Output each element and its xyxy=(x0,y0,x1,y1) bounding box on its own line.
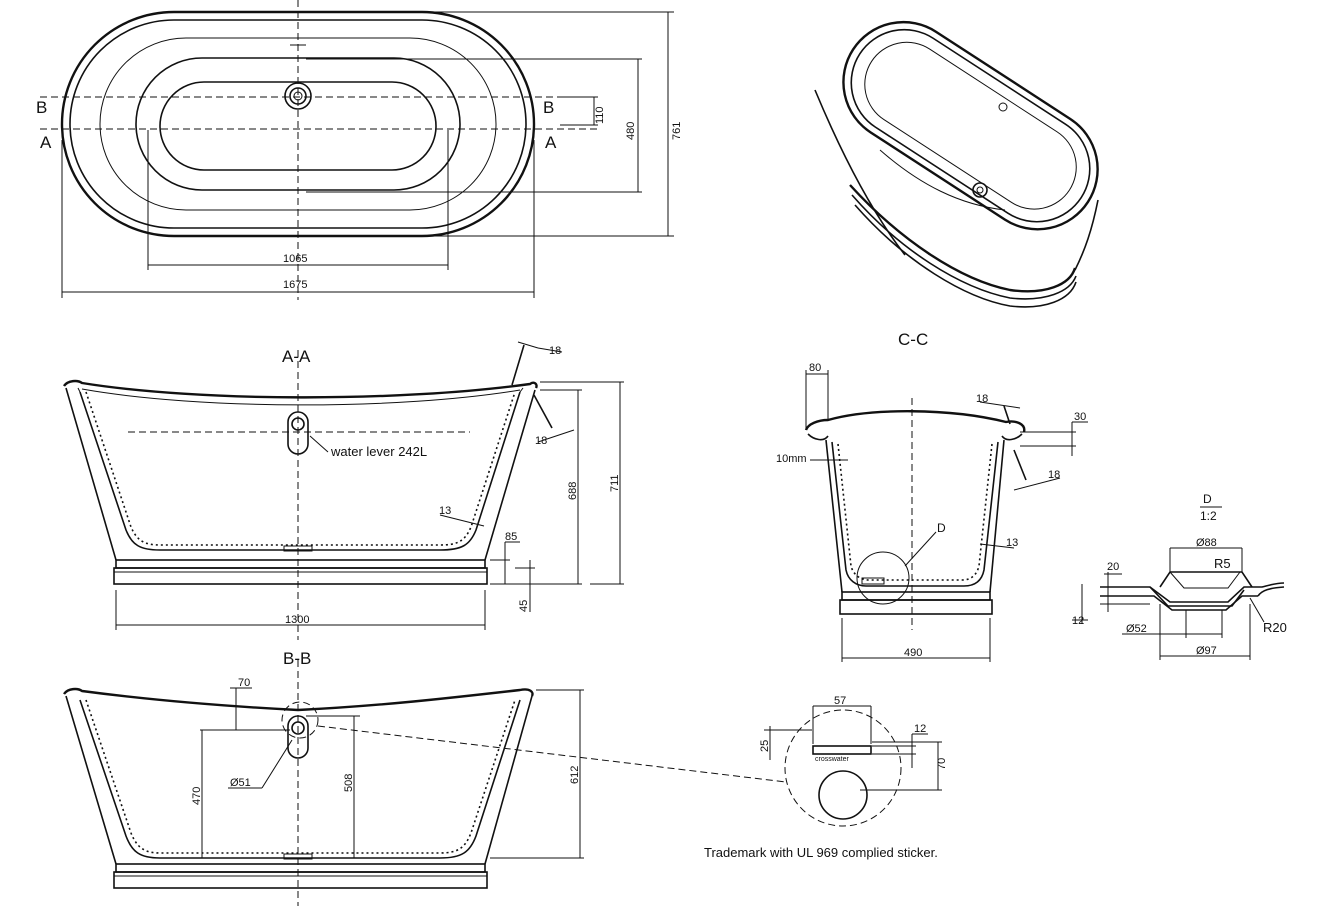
detail-d-52: Ø52 xyxy=(1126,623,1147,635)
dim-cc-490: 490 xyxy=(904,647,922,659)
section-mark-a-right: A xyxy=(545,133,557,152)
dim-bb-70: 70 xyxy=(238,677,250,689)
detail-d-12: 12 xyxy=(1072,615,1084,627)
detail-d-97: Ø97 xyxy=(1196,645,1217,657)
plan-view: B B A A 110 480 761 1065 xyxy=(36,0,683,300)
isometric-view xyxy=(814,20,1099,308)
sticker-caption: Trademark with UL 969 complied sticker. xyxy=(704,845,938,860)
dim-cc-13: 13 xyxy=(1006,537,1018,549)
dim-110: 110 xyxy=(560,96,606,126)
detail-d-title: D xyxy=(1203,492,1212,506)
detail-d-20: 20 xyxy=(1107,561,1119,573)
dim-aa-688: 688 xyxy=(567,482,579,500)
sticker-dim-12: 12 xyxy=(914,723,926,735)
sticker-dim-57: 57 xyxy=(834,695,846,707)
dim-bb-51: Ø51 xyxy=(230,777,251,789)
dim-1675: 1675 xyxy=(61,140,535,298)
dim-cc-80: 80 xyxy=(809,362,821,374)
detail-d-r20: R20 xyxy=(1263,620,1287,635)
sticker-dim-25: 25 xyxy=(759,740,771,752)
dim-aa-711: 711 xyxy=(609,474,621,492)
dim-cc-18a: 18 xyxy=(976,393,988,405)
dim-aa-18a: 18 xyxy=(549,345,561,357)
section-a-a: A-A water lever 242L 18 18 13 xyxy=(63,341,624,640)
section-c-c-title: C-C xyxy=(898,330,928,349)
dim-aa-1300: 1300 xyxy=(285,614,309,626)
dim-1065: 1065 xyxy=(147,130,449,270)
dim-cc-30: 30 xyxy=(1074,411,1086,423)
dim-761-label: 761 xyxy=(671,122,683,140)
detail-d-scale: 1:2 xyxy=(1200,509,1217,523)
dim-aa-85: 85 xyxy=(505,531,517,543)
dim-aa-18b: 18 xyxy=(535,435,547,447)
section-b-b: B-B 70 Ø51 470 508 6 xyxy=(63,649,787,906)
detail-d-88: Ø88 xyxy=(1196,537,1217,549)
dim-1675-label: 1675 xyxy=(283,279,307,291)
detail-d: D 1:2 Ø88 R5 20 12 Ø52 Ø97 R xyxy=(1072,492,1287,660)
dim-1065-label: 1065 xyxy=(283,253,307,265)
section-c-c: C-C D 80 10mm 18 30 18 xyxy=(776,330,1088,662)
dim-480-label: 480 xyxy=(625,122,637,140)
dim-480: 480 xyxy=(306,58,642,193)
section-b-b-title: B-B xyxy=(283,649,311,668)
dim-bb-508: 508 xyxy=(343,774,355,792)
dim-aa-13: 13 xyxy=(439,505,451,517)
section-mark-b-left: B xyxy=(36,98,47,117)
dim-cc-18b: 18 xyxy=(1048,469,1060,481)
sticker-detail: crosswater 57 25 12 70 Trademark with UL… xyxy=(704,695,948,860)
sticker-dim-70: 70 xyxy=(936,758,948,770)
sticker-logo-text: crosswater xyxy=(815,756,850,763)
dim-aa-45: 45 xyxy=(518,600,530,612)
detail-d-ref: D xyxy=(937,521,946,535)
dim-bb-612: 612 xyxy=(569,766,581,784)
section-a-a-title: A-A xyxy=(282,347,311,366)
section-mark-a-left: A xyxy=(40,133,52,152)
water-level-note: water lever 242L xyxy=(330,444,427,459)
section-mark-b-right: B xyxy=(543,98,554,117)
dim-bb-470: 470 xyxy=(191,787,203,805)
detail-d-r5: R5 xyxy=(1214,556,1231,571)
dim-110-label: 110 xyxy=(594,106,606,124)
dim-761: 761 xyxy=(298,11,683,237)
dim-cc-10mm: 10mm xyxy=(776,453,807,465)
